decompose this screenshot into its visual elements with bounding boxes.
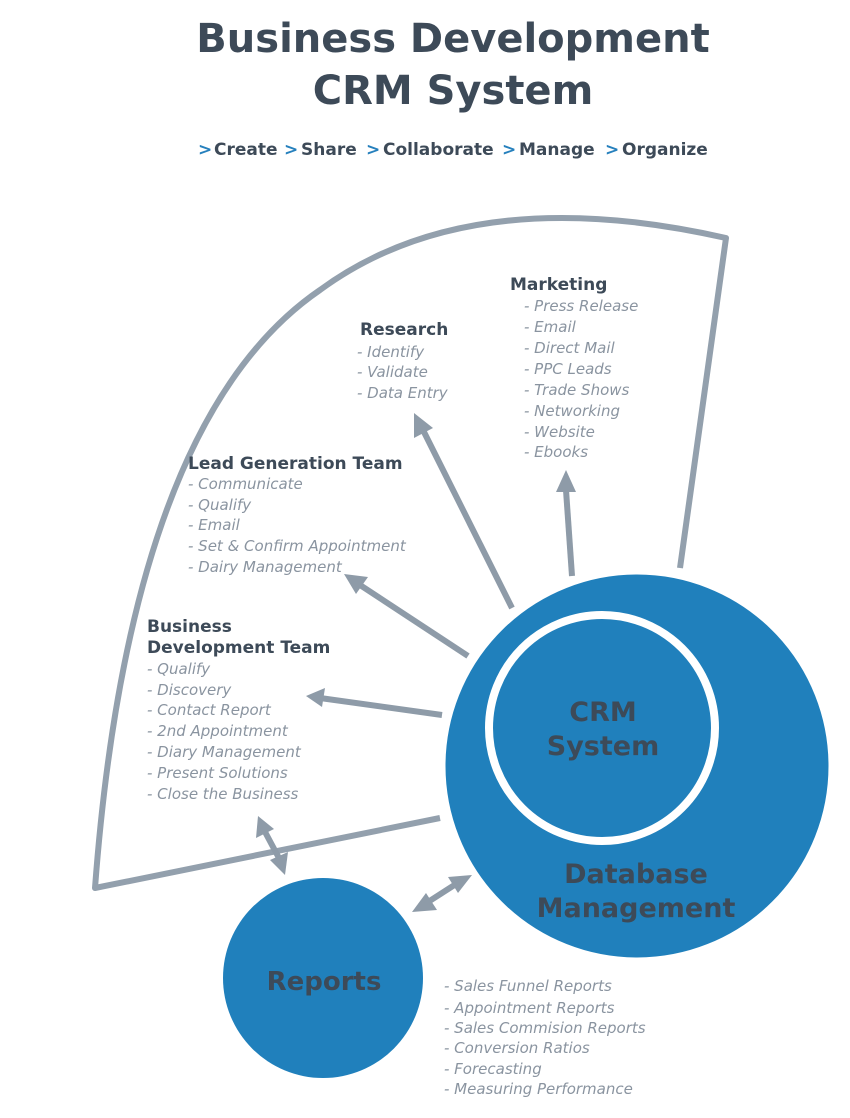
lead-generation-item: - Dairy Management	[188, 558, 343, 576]
arrowhead-database	[448, 875, 472, 893]
tagline-marker: >	[284, 140, 298, 160]
title-line-2: CRM System	[313, 68, 594, 114]
tagline-marker: >	[605, 140, 619, 160]
lead-generation-item: - Email	[188, 516, 241, 534]
research-item: - Data Entry	[357, 384, 449, 402]
tagline: > Create > Share > Collaborate > Manage …	[198, 140, 708, 160]
database-label-line-2: Management	[537, 893, 736, 924]
tagline-marker: >	[366, 140, 380, 160]
business-development-item: - Contact Report	[147, 701, 272, 719]
arrow-bizdev-reports	[261, 828, 283, 862]
marketing-heading: Marketing	[510, 275, 607, 295]
business-development-item: - Qualify	[147, 660, 211, 678]
business-development-item: - Diary Management	[147, 743, 302, 761]
arrow-to-research	[421, 430, 515, 610]
crm-label-line-2: System	[547, 731, 659, 762]
tagline-item: Collaborate	[383, 140, 494, 160]
tagline-item: Manage	[519, 140, 595, 160]
tagline-item: Share	[301, 140, 357, 160]
reports-label: Reports	[267, 967, 382, 997]
marketing-item: - Direct Mail	[524, 339, 615, 357]
business-development-heading-line-2: Development Team	[147, 638, 330, 658]
lead-generation-item: - Set & Confirm Appointment	[188, 537, 407, 555]
arrowhead-lead-generation	[344, 574, 368, 594]
crm-circle	[485, 611, 719, 845]
database-label-line-1: Database	[564, 859, 708, 890]
tagline-marker: >	[502, 140, 516, 160]
title-line-1: Business Development	[196, 16, 709, 62]
reports-list: - Sales Funnel Reports - Appointment Rep…	[444, 977, 646, 1098]
reports-item: - Measuring Performance	[444, 1080, 633, 1098]
research-item: - Validate	[357, 363, 428, 381]
lead-generation-item: - Communicate	[188, 475, 303, 493]
marketing-group: Marketing - Press Release - Email - Dire…	[510, 275, 638, 461]
reports-circle	[223, 878, 423, 1078]
reports-item: - Appointment Reports	[444, 999, 615, 1017]
tagline-item: Organize	[622, 140, 708, 160]
database-circle-edge	[442, 571, 832, 961]
fan-outline	[92, 215, 729, 891]
arrow-to-marketing	[563, 489, 575, 577]
reports-item: - Sales Funnel Reports	[444, 977, 612, 995]
arrow-to-business-development	[319, 695, 443, 718]
arrowhead-reports-right	[412, 893, 437, 912]
crm-label-line-1: CRM	[569, 697, 636, 728]
arrow-database-reports	[426, 881, 458, 905]
research-heading: Research	[360, 320, 448, 340]
business-development-item: - Present Solutions	[147, 764, 288, 782]
business-development-item: - Close the Business	[147, 785, 299, 803]
arrowhead-business-development	[306, 688, 325, 707]
arrowhead-research	[414, 413, 433, 438]
business-development-group: Business Development Team - Qualify - Di…	[147, 617, 330, 803]
lead-generation-heading: Lead Generation Team	[188, 454, 403, 474]
marketing-item: - Trade Shows	[524, 381, 630, 399]
marketing-item: - PPC Leads	[524, 360, 612, 378]
connectors	[256, 413, 576, 912]
arrowhead-bizdev	[256, 816, 274, 838]
reports-item: - Conversion Ratios	[444, 1039, 590, 1057]
business-development-item: - 2nd Appointment	[147, 722, 289, 740]
business-development-heading-line-1: Business	[147, 617, 232, 637]
reports-item: - Sales Commision Reports	[444, 1019, 646, 1037]
research-group: Research - Identify - Validate - Data En…	[357, 320, 449, 402]
arrowhead-marketing	[556, 470, 576, 492]
research-item: - Identify	[357, 343, 425, 361]
tagline-marker: >	[198, 140, 212, 160]
arrow-to-lead-generation	[358, 582, 470, 659]
business-development-item: - Discovery	[147, 681, 232, 699]
reports-item: - Forecasting	[444, 1060, 542, 1078]
marketing-item: - Ebooks	[524, 443, 588, 461]
tagline-item: Create	[214, 140, 278, 160]
marketing-item: - Networking	[524, 402, 620, 420]
lead-generation-group: Lead Generation Team - Communicate - Qua…	[188, 454, 407, 576]
marketing-item: - Website	[524, 423, 595, 441]
arrowhead-reports-top	[270, 852, 288, 875]
lead-generation-item: - Qualify	[188, 496, 252, 514]
marketing-item: - Email	[524, 318, 577, 336]
marketing-item: - Press Release	[524, 297, 638, 315]
